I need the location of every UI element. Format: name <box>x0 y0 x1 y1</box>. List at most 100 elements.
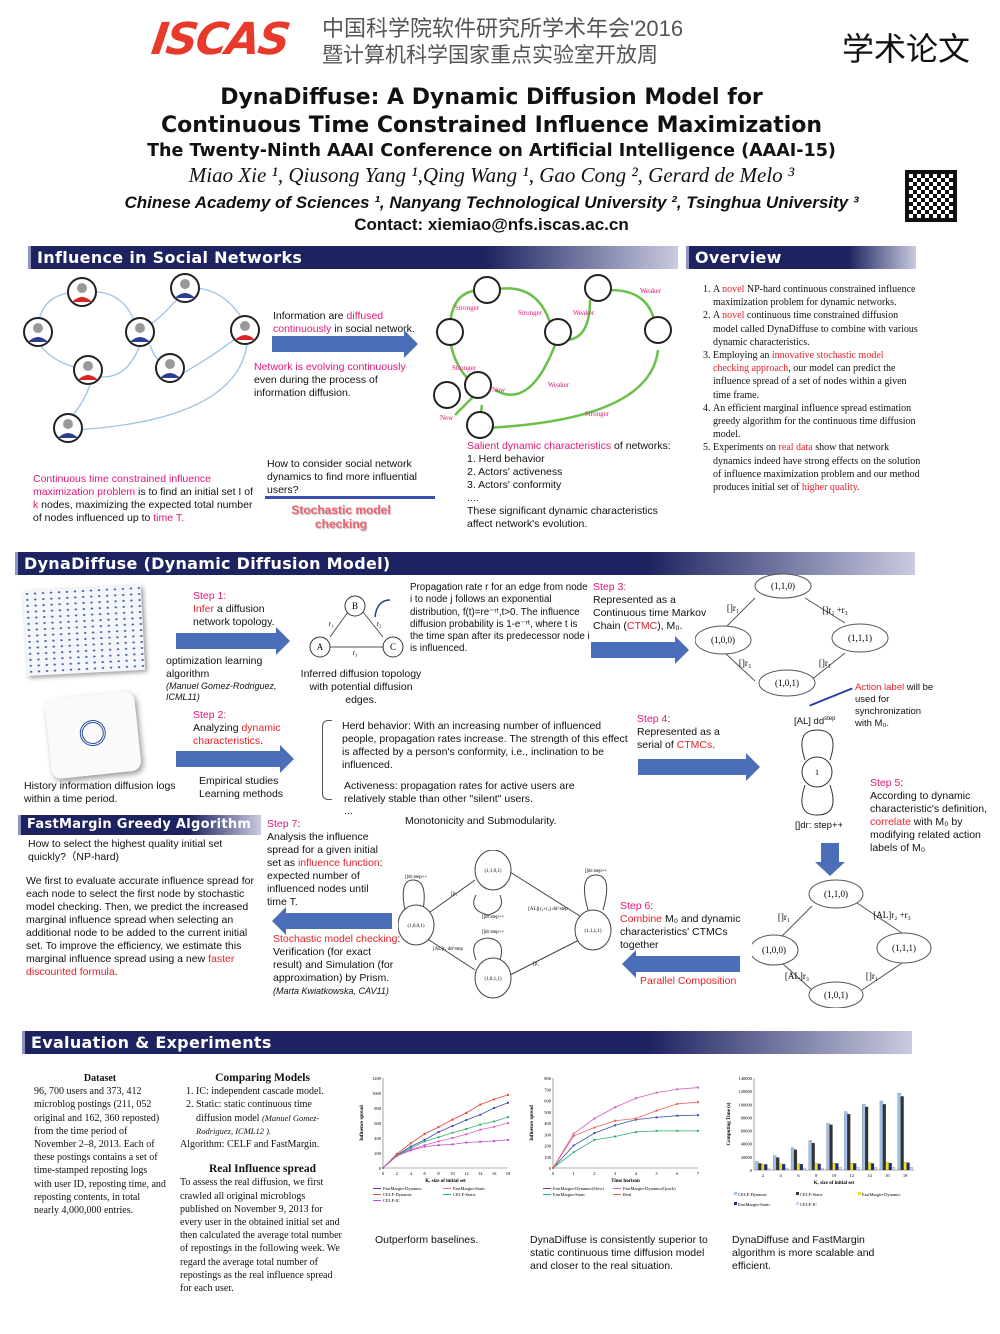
transition-label: []r₁ <box>451 892 458 897</box>
data-point <box>593 1117 596 1120</box>
brace <box>322 720 332 800</box>
left-arrow-line <box>265 496 435 499</box>
bar <box>870 1163 875 1171</box>
bar <box>796 1163 801 1171</box>
authors: Miao Xie ¹, Qiusong Yang ¹,Qing Wang ¹, … <box>188 163 795 187</box>
y-tick-label: 120000 <box>739 1089 753 1094</box>
edge-label: Weaker <box>640 287 662 295</box>
state: (1,1,0,1) <box>484 869 501 874</box>
edge-label: Stronger <box>518 309 543 317</box>
highlighted-text: Infer <box>193 603 215 615</box>
problem-definition: Continuous time constrained influence ma… <box>33 473 255 525</box>
text-segment: . <box>712 739 716 751</box>
series-line <box>552 1101 699 1169</box>
right-arrow <box>591 636 689 664</box>
evolving-text: Network is evolving continuously even du… <box>254 361 424 400</box>
bar <box>802 1167 806 1171</box>
data-point <box>395 1155 398 1157</box>
y-tick-label: 800 <box>374 1106 382 1111</box>
bar <box>879 1100 883 1171</box>
data-point <box>451 1131 454 1134</box>
highlighted-text: dynamic characteristics <box>193 722 281 747</box>
bar <box>838 1167 842 1171</box>
text-segment: Experiments on <box>713 442 779 454</box>
bar <box>835 1163 839 1171</box>
text-segment: ), M₀. <box>657 620 683 632</box>
history-logs-caption: History information diffusion logs withi… <box>24 780 176 805</box>
legend-label: CELF-IC <box>800 1202 817 1207</box>
data-point <box>423 1132 426 1135</box>
step4-text: Step 4: Represented as a serial of CTMCs… <box>637 713 737 752</box>
data-point <box>593 1138 596 1141</box>
fastmargin-body: We first to evaluate accurate influence … <box>26 875 261 979</box>
data-point <box>437 1126 440 1129</box>
transition-label: []r₃ <box>739 658 751 668</box>
section-header-overview: Overview <box>686 246 916 269</box>
text-segment: continuous time constrained diffusion mo… <box>713 310 918 348</box>
x-tick-label: 18 <box>903 1173 908 1178</box>
data-point <box>507 1093 509 1096</box>
y-tick-label: 400 <box>544 1121 552 1126</box>
title-line-2: Continuous Time Constrained Influence Ma… <box>160 113 823 138</box>
edge-label: r₃ <box>353 649 358 657</box>
bar <box>897 1093 901 1171</box>
text-segment: We first to evaluate accurate influence … <box>26 875 255 965</box>
text-segment: A <box>713 284 723 295</box>
char-item: 2. Actors' activeness <box>467 466 563 478</box>
overview-item: Experiments on real data show that netwo… <box>713 441 922 494</box>
state: (1,0,0) <box>762 945 786 955</box>
x-tick-label: 8 <box>815 1173 818 1178</box>
smc-reference: (Marta Kwiatkowska, CAV11) <box>273 986 389 996</box>
salient-characteristics: Salient dynamic characteristics of netwo… <box>467 440 672 531</box>
real-influence-title: Real Influence spread <box>208 1163 317 1176</box>
text-segment: even during the process of information d… <box>254 374 378 399</box>
data-point <box>507 1101 509 1104</box>
qr-code[interactable] <box>905 170 957 222</box>
data-point <box>409 1149 412 1152</box>
data-point <box>437 1136 440 1139</box>
text-segment: Employing an <box>713 350 772 362</box>
highlighted-text: time T. <box>153 512 184 524</box>
data-point <box>479 1123 482 1126</box>
bar <box>811 1142 815 1171</box>
state: (1,0,1) <box>824 990 848 1000</box>
y-tick-label: 200 <box>374 1151 382 1156</box>
conference-cn-line1: 中国科学院软件研究所学术年会'2016 <box>322 16 684 41</box>
text-segment: of networks: <box>611 440 671 452</box>
down-arrow <box>821 843 839 863</box>
data-point <box>634 1118 637 1121</box>
comparing-models-block: Comparing Models IC: independent cascade… <box>180 1072 345 1295</box>
conference-cn-line2: 暨计算机科学国家重点实验室开放周 <box>322 44 658 67</box>
bar <box>817 1163 821 1171</box>
text-segment: NP-hard continuous constrained influence… <box>713 284 916 309</box>
data-point <box>614 1106 617 1109</box>
dataset-title: Dataset <box>83 1073 117 1084</box>
x-tick-label: 6 <box>676 1171 679 1176</box>
bar <box>755 1161 759 1171</box>
data-point <box>507 1138 509 1141</box>
bar <box>793 1149 798 1171</box>
text-segment: A <box>713 310 723 322</box>
x-tick-label: 4 <box>635 1171 638 1176</box>
y-tick-label: 400 <box>374 1136 382 1141</box>
text-segment: Represented as a Continuous time Markov … <box>593 594 707 632</box>
data-point <box>493 1098 496 1101</box>
x-tick-label: 2 <box>762 1173 764 1178</box>
data-point <box>572 1132 575 1135</box>
x-tick-label: 4 <box>780 1173 783 1178</box>
transition-label: []r₁ <box>533 962 540 967</box>
text-segment: will be used for synchronization with M₀… <box>855 682 934 729</box>
legend-swatch <box>796 1192 799 1195</box>
data-point <box>507 1116 509 1118</box>
text-segment: : Represented as a serial of <box>637 713 720 751</box>
step1-text: Step 1: Infer a diffusion network topolo… <box>193 590 293 629</box>
step2-text: Step 2: Analyzing dynamic characteristic… <box>193 709 303 748</box>
legend-swatch <box>796 1202 799 1205</box>
char-item: .... <box>467 492 479 504</box>
diffusion-cascade-image <box>44 690 142 780</box>
data-point <box>382 1167 384 1169</box>
transition-label: []r₂ +r₃ <box>822 605 848 615</box>
state: (1,0,1,1) <box>484 977 501 982</box>
state: 1 <box>815 768 819 777</box>
